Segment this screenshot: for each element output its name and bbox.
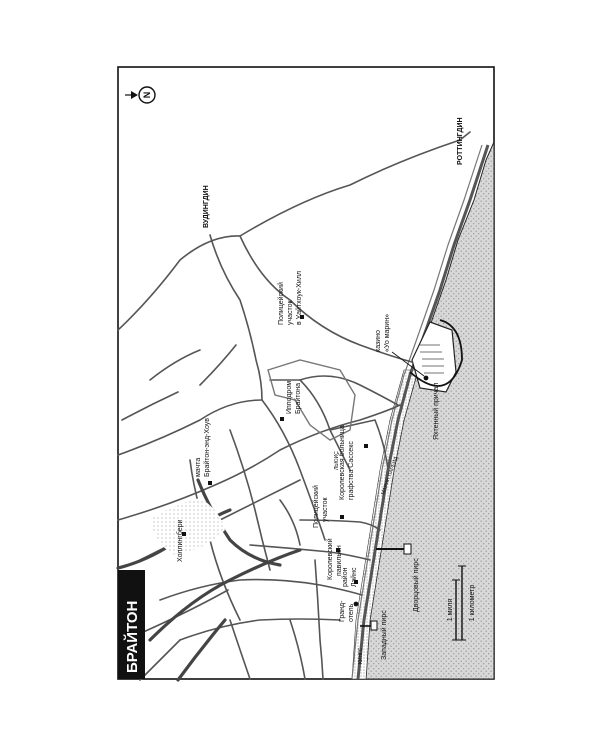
west-pier-head <box>370 620 378 631</box>
label-lanes-2: Лэйнс <box>350 567 358 587</box>
marker-police-central <box>340 515 344 519</box>
label-hospital-2: графства Сассекс <box>348 441 355 500</box>
label-police-whitehawk-2: участок <box>287 299 294 325</box>
label-police-whitehawk-3: в Уайтхоук-Хилл <box>295 271 303 325</box>
scale-miles: 1 миля <box>447 599 454 622</box>
marina-jetties <box>420 344 444 374</box>
label-mast-2: Брайтон-энд-Хоув <box>203 418 211 477</box>
label-mast-1: мачта <box>195 458 202 477</box>
marina-breakwater <box>409 319 463 387</box>
marina-basin <box>411 321 457 393</box>
label-lanes-1: район <box>341 567 349 587</box>
marker-grand-hotel <box>353 601 359 607</box>
label-police-central-2: участок <box>322 496 329 522</box>
label-police-central-1: Полицейский <box>312 485 320 528</box>
label-pavilion-2: павильон <box>336 545 343 576</box>
coastal-road <box>356 144 490 680</box>
scale-km: 1 километр <box>469 585 476 622</box>
svg-text:N: N <box>142 92 152 99</box>
label-grand-hotel-1: Гранд- <box>339 600 346 622</box>
label-marina: Яхтенный причал <box>432 383 440 440</box>
marker-racehill <box>280 417 284 421</box>
scale-bar: 1 миля 1 километр <box>447 565 476 641</box>
map-title: БРАЙТОН <box>123 601 141 673</box>
marker-hospital <box>364 444 368 448</box>
label-street-kings: КИНГС <box>358 647 364 664</box>
marker-casino <box>423 375 429 381</box>
racecourse-outline <box>267 359 356 441</box>
title-box <box>118 570 145 679</box>
parkland-area <box>150 498 225 555</box>
label-police-whitehawk-1: Полицейский <box>277 282 285 325</box>
label-pavilion-1: Королевский <box>326 538 334 580</box>
palace-pier-head <box>403 543 412 555</box>
label-casino-1: казино <box>375 330 382 352</box>
marker-hollingbury <box>182 532 186 536</box>
label-racehill-1: Ипподром <box>286 381 293 414</box>
label-street-lewes: ЛЬЮИС <box>334 451 340 470</box>
north-arrow-icon: N <box>125 86 156 104</box>
label-racehill-2: Брайтона <box>294 383 302 414</box>
casino-leader <box>391 351 425 377</box>
marker-police-whitehawk <box>300 315 304 319</box>
label-grand-hotel-2: отель <box>348 603 355 622</box>
map-markers <box>182 315 429 607</box>
label-west-pier: Западный пирс <box>380 610 388 660</box>
marker-mast <box>208 481 212 485</box>
label-palace-pier: Дворцовый пирс <box>412 558 420 612</box>
label-woodingdean: ВУДИНГДИН <box>203 185 210 228</box>
label-rottingdean: РОТТИНГДИН <box>457 117 464 165</box>
marker-pavilion <box>336 548 340 552</box>
marker-lanes <box>354 580 358 584</box>
coastal-road-inner <box>351 144 483 680</box>
label-casino-2: «Уо мaрин» <box>384 314 391 352</box>
label-hollingbury: Холлингбери <box>176 519 184 562</box>
label-hospital-1: Королевская больница <box>338 425 346 500</box>
